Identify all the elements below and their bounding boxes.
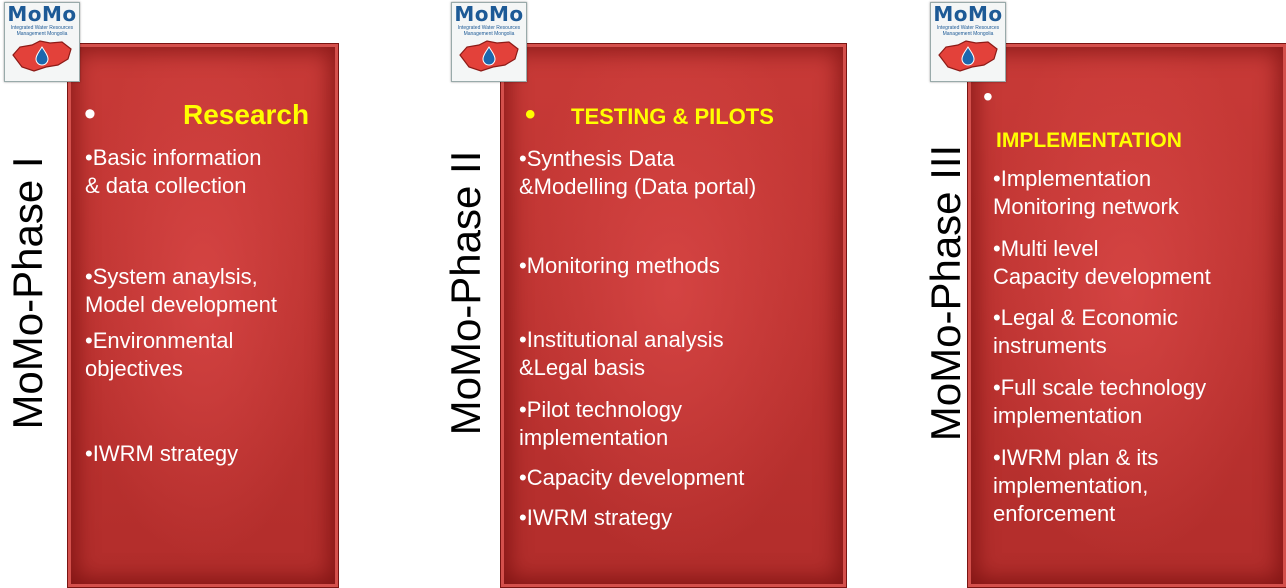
phase-2-label-text: MoMo-Phase II (442, 150, 489, 436)
phase-3-item: •Implementation Monitoring network (993, 166, 1179, 219)
logo-wordmark: MoMo (454, 2, 524, 26)
phase-3-bullet: • (983, 81, 993, 112)
logo-subtitle: Integrated Water Resources Management Mo… (10, 25, 74, 37)
phase-2-item: •Capacity development (519, 465, 745, 490)
phase-3-heading: IMPLEMENTATION (996, 129, 1182, 152)
logo-subtitle: Integrated Water Resources Management Mo… (936, 25, 1000, 37)
phase-2-bullet: • (525, 98, 536, 131)
phase-3-label-text: MoMo-Phase III (922, 144, 969, 442)
logo-wordmark: MoMo (933, 2, 1003, 26)
phase-2-item: •Pilot technology implementation (519, 397, 683, 450)
phase-2-heading: TESTING & PILOTS (571, 104, 774, 129)
logo-wordmark: MoMo (7, 2, 77, 26)
phase-2-item: •Monitoring methods (519, 253, 720, 278)
momo-logo: MoMo Integrated Water Resources Manageme… (451, 2, 527, 82)
phase-3-item: •Legal & Economic instruments (993, 305, 1179, 358)
phase-1-item: •Basic information & data collection (85, 145, 262, 198)
phase-3-card: • IMPLEMENTATION •Implementation Monitor… (967, 43, 1286, 588)
phase-1-label: MoMo-Phase I (0, 0, 58, 586)
mongolia-map-icon (459, 40, 519, 72)
phase-2-label: MoMo-Phase II (436, 0, 496, 586)
phase-1-heading: Research (183, 99, 310, 130)
phase-2-item: •Institutional analysis&Legal basis (519, 327, 724, 380)
phase-3-item: •Full scale technology implementation (993, 375, 1207, 428)
momo-logo: MoMo Integrated Water Resources Manageme… (4, 2, 80, 82)
phase-1-label-text: MoMo-Phase I (4, 156, 51, 430)
phase-2-item: •IWRM strategy (519, 505, 673, 530)
phase-1-item: •Environmental objectives (85, 328, 234, 381)
momo-logo: MoMo Integrated Water Resources Manageme… (930, 2, 1006, 82)
mongolia-map-icon (938, 40, 998, 72)
phase-1-card: • Research •Basic information & data col… (67, 43, 339, 588)
logo-subtitle: Integrated Water Resources Management Mo… (457, 25, 521, 37)
phase-1-item: •IWRM strategy (85, 441, 239, 466)
phase-3-item: •IWRM plan & its implementation, enforce… (993, 445, 1159, 526)
mongolia-map-icon (12, 40, 72, 72)
phase-2-item: •Synthesis Data&Modelling (Data portal) (519, 146, 757, 199)
phase-1-bullet: • (84, 95, 96, 133)
phase-3-item: •Multi level Capacity development (993, 236, 1211, 289)
phase-2-card: • TESTING & PILOTS •Synthesis Data&Model… (500, 43, 847, 588)
phase-1-item: •System anaylsis,Model development (85, 264, 278, 317)
